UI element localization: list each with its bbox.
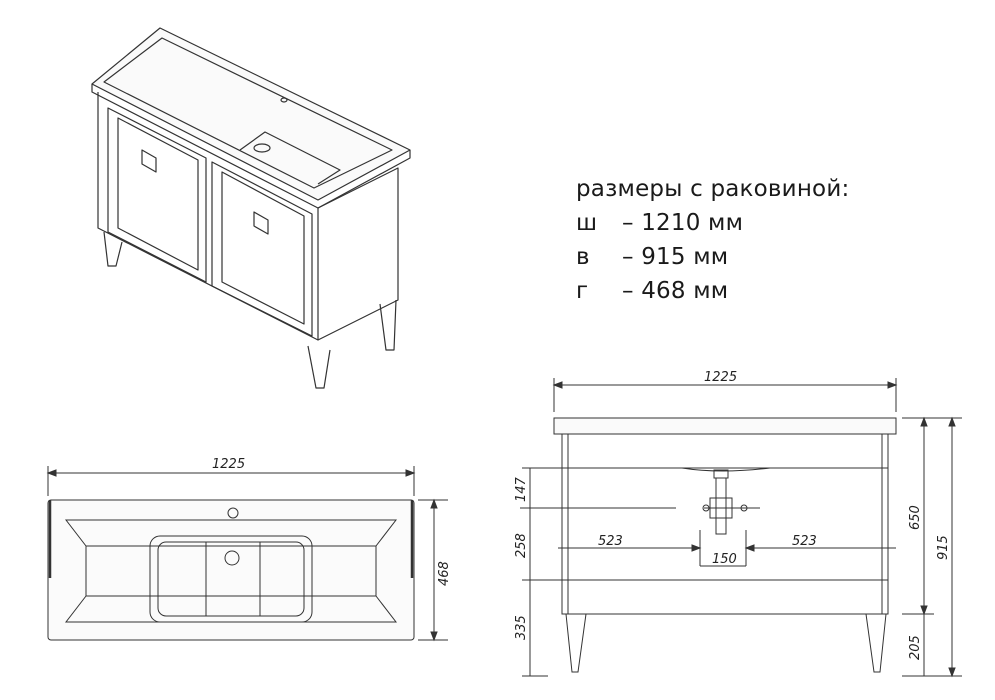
spec-value: – 1210 мм (622, 210, 744, 236)
front-view-top (553, 417, 897, 435)
front-view-width-label: 1225 (704, 370, 737, 385)
front-view-offset-right: 523 (792, 534, 817, 549)
spec-row-width: ш – 1210 мм (576, 206, 849, 240)
iso-handle-left (141, 149, 157, 173)
front-view-siphon (702, 469, 750, 535)
spec-key: ш (576, 210, 598, 236)
iso-cabinet-side (317, 167, 399, 341)
top-view-tap-hole (227, 507, 239, 519)
spec-value: – 915 мм (622, 244, 729, 270)
spec-key: г (576, 278, 589, 304)
spec-heading: размеры с раковиной: (576, 176, 850, 202)
front-view-dim-258: 258 (514, 533, 529, 558)
front-view-dim-650: 650 (908, 505, 923, 530)
front-view-dim-205: 205 (908, 635, 923, 660)
front-view-dim-335: 335 (514, 615, 529, 640)
top-view-depth-label: 468 (437, 561, 452, 586)
top-view-outline (47, 499, 415, 641)
front-view-center-gap: 150 (712, 552, 737, 567)
front-view-leg-left (565, 613, 587, 673)
spec-row-depth: г – 468 мм (576, 274, 849, 308)
dimensions-spec: размеры с раковиной: ш – 1210 мм в – 915… (576, 172, 849, 308)
spec-value: – 468 мм (622, 278, 729, 304)
front-view-dim-915: 915 (936, 535, 951, 560)
spec-row-height: в – 915 мм (576, 240, 849, 274)
top-view-bowl (149, 535, 313, 623)
front-view-dim-147: 147 (514, 476, 529, 502)
iso-door-left (107, 107, 207, 283)
iso-leg-front-left (103, 231, 123, 267)
iso-leg-back-right (379, 299, 397, 351)
front-view-offset-left: 523 (598, 534, 623, 549)
iso-handle-right (253, 211, 269, 235)
top-view-drain (224, 550, 240, 566)
spec-key: в (576, 244, 590, 270)
iso-leg-front-right (307, 345, 331, 389)
iso-cabinet-front (97, 92, 319, 341)
front-view-cabinet (561, 433, 889, 615)
iso-door-right (211, 161, 313, 337)
top-view-width-label: 1225 (212, 457, 245, 472)
front-view-leg-right (865, 613, 887, 673)
